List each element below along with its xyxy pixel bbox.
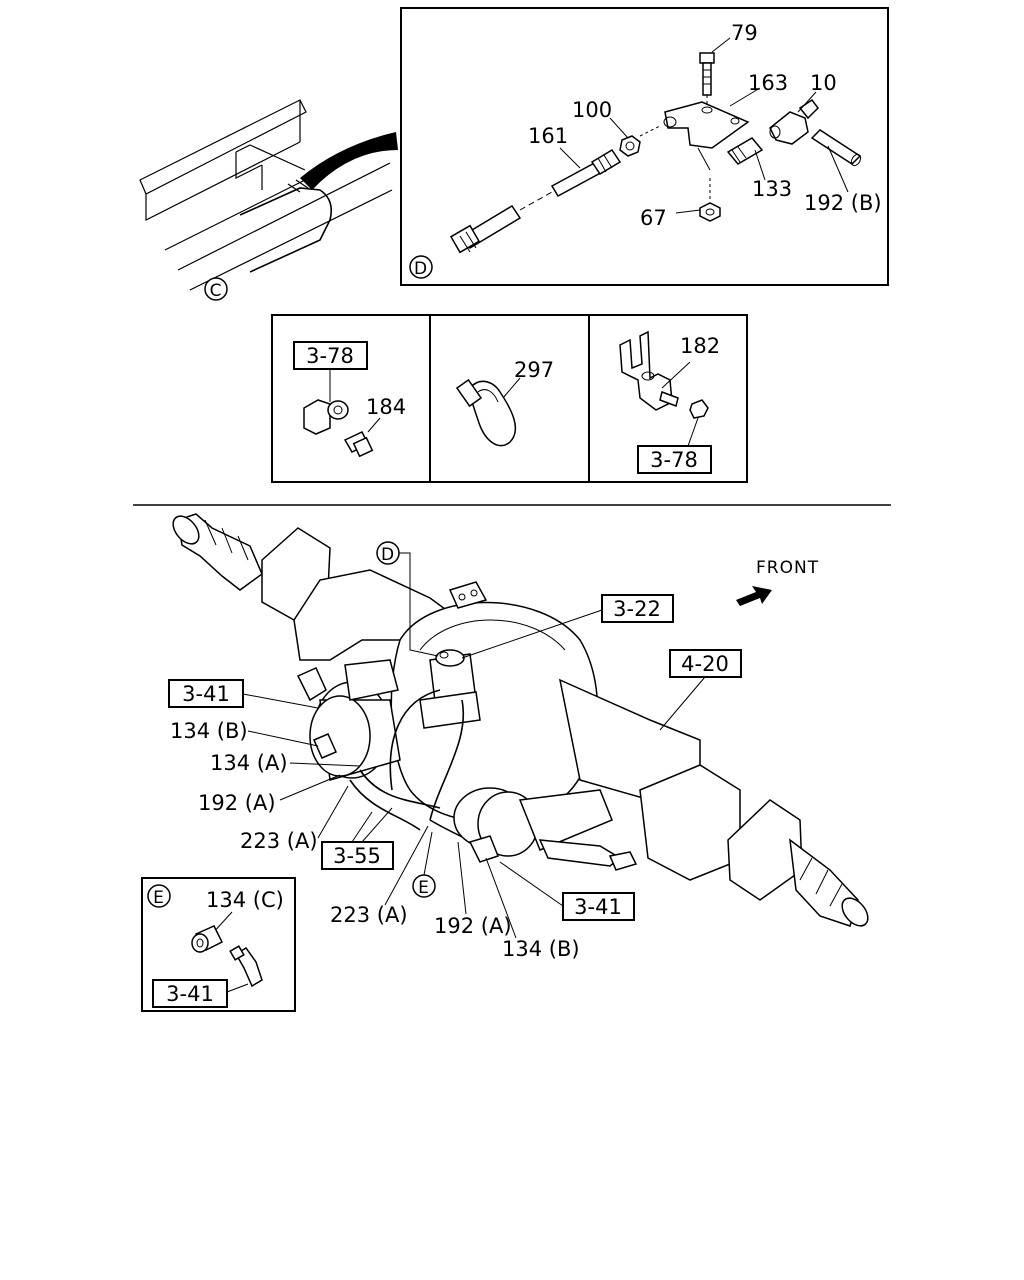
- nut-100-drawing: [619, 135, 641, 157]
- front-indicator: FRONT: [736, 558, 819, 606]
- ref-3-22: 3-22: [461, 594, 674, 659]
- ref-3-41-right: 3-41: [499, 861, 635, 921]
- marker-c: C: [204, 277, 228, 301]
- label-192b: 192 (B): [804, 191, 882, 215]
- top-detail-leaders: [559, 37, 849, 214]
- ref-box-3-78-panel3: [637, 445, 712, 474]
- marker-d-top: D: [409, 255, 433, 279]
- clip-panel-1: 3-78 184: [293, 341, 406, 458]
- ref-3-41-left-label: 3-41: [182, 682, 230, 706]
- ref-3-55: 3-55: [321, 807, 394, 870]
- label-133: 133: [752, 177, 792, 201]
- label-163: 163: [748, 71, 788, 95]
- label-297: 297: [514, 358, 554, 382]
- callout-192a-bottom: 192 (A): [434, 914, 512, 938]
- detail-e-ref-box: [152, 979, 228, 1008]
- clip-strip: 3-78 184 297 182 3: [271, 314, 748, 483]
- callout-223a-bottom: 223 (A): [330, 903, 408, 927]
- chassis-frame-drawing: [139, 99, 398, 291]
- tube-192b-drawing: [810, 129, 862, 167]
- label-184: 184: [366, 395, 406, 419]
- ref-3-41-right-label: 3-41: [574, 895, 622, 919]
- connector-d-end-drawing: [449, 204, 522, 254]
- ref-3-78-panel3: 3-78: [650, 448, 698, 472]
- relay-valve-drawing: [419, 649, 481, 729]
- marker-d-main: D: [376, 541, 439, 657]
- top-detail-panel: 79 163 10 100 161 133 192 (B) 67 D: [400, 7, 889, 286]
- nut-67-drawing: [699, 178, 721, 222]
- label-161: 161: [528, 124, 568, 148]
- marker-c-label: C: [210, 281, 223, 301]
- clip-panel-3: 182 3-78: [619, 330, 720, 474]
- marker-d-top-label: D: [414, 259, 428, 279]
- marker-e-main: E: [412, 831, 436, 898]
- detail-e-ref-label: 3-41: [166, 982, 214, 1006]
- ref-box-3-78-panel1: [293, 341, 368, 370]
- marker-e-main-label: E: [418, 878, 430, 898]
- detail-e-marker-label: E: [153, 888, 165, 908]
- bracket-163-drawing: [663, 101, 750, 171]
- bolt-79-drawing: [699, 52, 715, 108]
- callout-223a-left: 223 (A): [240, 829, 318, 853]
- callout-134b-bottom: 134 (B): [502, 937, 580, 961]
- label-10: 10: [810, 71, 837, 95]
- front-label: FRONT: [756, 558, 819, 578]
- callout-192a-left: 192 (A): [198, 791, 276, 815]
- ref-4-20-label: 4-20: [681, 652, 729, 676]
- detail-e-panel: E 134 (C) 3-41: [141, 877, 296, 1012]
- detail-e-marker: E: [147, 884, 171, 908]
- fitting-133-drawing: [726, 137, 764, 165]
- connector-134c-drawing: [191, 925, 263, 988]
- marker-d-main-label: D: [381, 545, 395, 565]
- left-brake-chamber-drawing: [296, 659, 401, 781]
- ref-3-22-label: 3-22: [613, 597, 661, 621]
- elbow-10-drawing: [769, 98, 819, 145]
- fitting-161-drawing: [519, 125, 661, 211]
- label-100: 100: [572, 98, 612, 122]
- ref-4-20: 4-20: [659, 649, 742, 731]
- frame-inset: C: [139, 99, 398, 301]
- axle-housing-drawing: [172, 513, 869, 927]
- ref-3-41-left: 3-41: [168, 679, 319, 709]
- front-arrow-icon: [736, 586, 772, 606]
- detail-e-part-label: 134 (C): [206, 888, 284, 912]
- ref-3-78-panel1: 3-78: [306, 344, 354, 368]
- callout-134a: 134 (A): [210, 751, 288, 775]
- hoses-drawing: [349, 689, 489, 851]
- right-brake-chamber-drawing: [453, 787, 638, 871]
- callout-134b-left: 134 (B): [170, 719, 248, 743]
- clip-panel-2: 297: [455, 358, 554, 447]
- label-182: 182: [680, 334, 720, 358]
- main-axle-view: FRONT D 3-22 4-20 3-41 3-55: [168, 513, 869, 961]
- label-79: 79: [731, 21, 758, 45]
- label-67: 67: [640, 206, 667, 230]
- ref-3-55-label: 3-55: [333, 844, 381, 868]
